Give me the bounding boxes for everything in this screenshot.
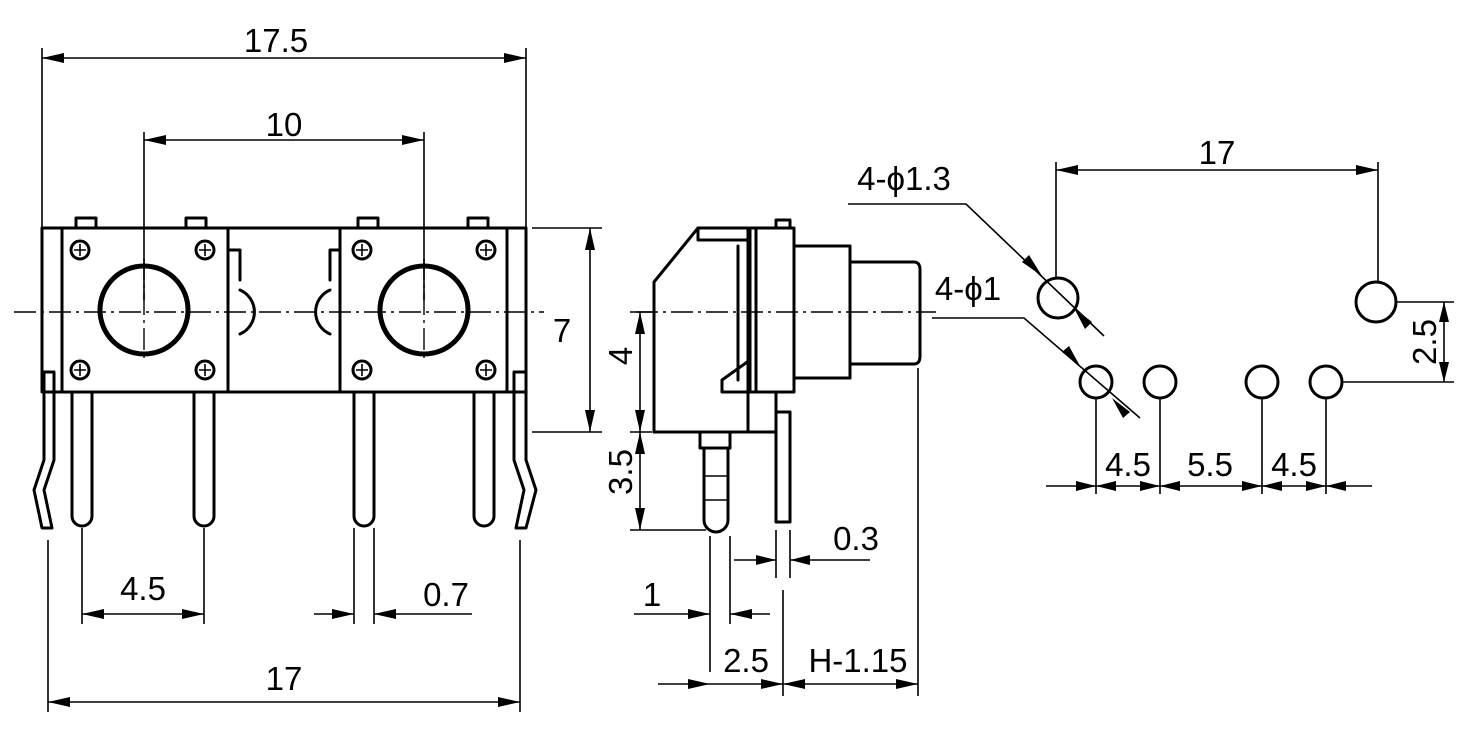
dim-label-4-5-right: 4.5 [1271, 446, 1317, 483]
side-pin [702, 446, 730, 534]
right-lead [512, 370, 538, 530]
housing-dividers [60, 226, 509, 394]
dim-label-2-5-pcb: 2.5 [1406, 319, 1443, 365]
dim-vertical-offset: 2.5 [1342, 301, 1454, 383]
dim-label-10: 10 [266, 106, 303, 143]
front-body [40, 226, 528, 394]
pin-4 [472, 390, 496, 528]
top-tabs [74, 216, 490, 230]
dim-button-pitch: 10 [143, 106, 425, 300]
dim-label-17-pcb: 17 [1199, 134, 1236, 171]
small-hole-2 [1142, 364, 1178, 400]
pin-2 [192, 390, 216, 528]
dim-label-5-5: 5.5 [1187, 446, 1233, 483]
dim-pin-offset: 2.5 H-1.15 [658, 368, 919, 696]
dim-lead-span: 17 [47, 540, 521, 712]
dim-pin-width-side: 1 [634, 536, 770, 672]
side-base [652, 430, 778, 450]
dim-label-3-5: 3.5 [602, 449, 639, 495]
dim-label-7: 7 [553, 312, 571, 349]
small-hole-4 [1308, 364, 1344, 400]
large-hole-right [1354, 280, 1398, 324]
dim-label-4-5-front: 4.5 [120, 570, 166, 607]
left-lead [32, 370, 56, 530]
small-hole-3 [1244, 364, 1280, 400]
pin-3 [352, 390, 376, 528]
side-housing [748, 226, 796, 394]
large-hole-left [1036, 276, 1080, 320]
dim-pin-length: 3.5 [602, 432, 706, 531]
side-body [652, 226, 750, 434]
dim-label-17-front: 17 [266, 660, 303, 697]
side-thin-pin [774, 390, 792, 524]
dim-label-1: 1 [643, 576, 661, 613]
dim-pin-spacing: 4.5 [81, 528, 205, 624]
pin-1 [70, 390, 94, 528]
dim-height: 7 [532, 227, 602, 433]
dim-label-4-phi-1: 4-ϕ1 [935, 270, 1001, 307]
dim-label-0-3: 0.3 [833, 520, 879, 557]
dim-label-2-5-side: 2.5 [723, 642, 769, 679]
screw-icons [69, 239, 497, 381]
dim-label-4-5-left: 4.5 [1105, 446, 1151, 483]
dim-label-4: 4 [602, 347, 639, 365]
dim-label-17-5: 17.5 [244, 22, 308, 59]
dim-overall-width: 17.5 [41, 22, 527, 228]
side-actuator [848, 260, 922, 366]
front-view: 17.5 10 7 4.5 0.7 17 [14, 22, 602, 712]
dim-large-hole-span: 17 [1055, 134, 1379, 282]
side-view: 4 3.5 0.3 1 2.5 H-1.15 [602, 218, 936, 696]
dim-label-h-1-15: H-1.15 [808, 642, 907, 679]
dim-pin-width: 0.7 [314, 528, 472, 624]
leader-small-hole: 4-ϕ1 [932, 270, 1141, 419]
housing-steps [226, 248, 342, 282]
dim-label-4-phi-1-3: 4-ϕ1.3 [857, 160, 951, 197]
pcb-layout: 17 4-ϕ1.3 4-ϕ1 2.5 4.5 5.5 4.5 [848, 134, 1454, 494]
leader-large-hole: 4-ϕ1.3 [848, 160, 1105, 337]
dim-pin-thickness: 0.3 [734, 520, 879, 578]
dim-label-0-7: 0.7 [423, 576, 469, 613]
dim-center-height: 4 [602, 311, 652, 433]
dim-hole-spacing: 4.5 5.5 4.5 [1046, 398, 1372, 494]
